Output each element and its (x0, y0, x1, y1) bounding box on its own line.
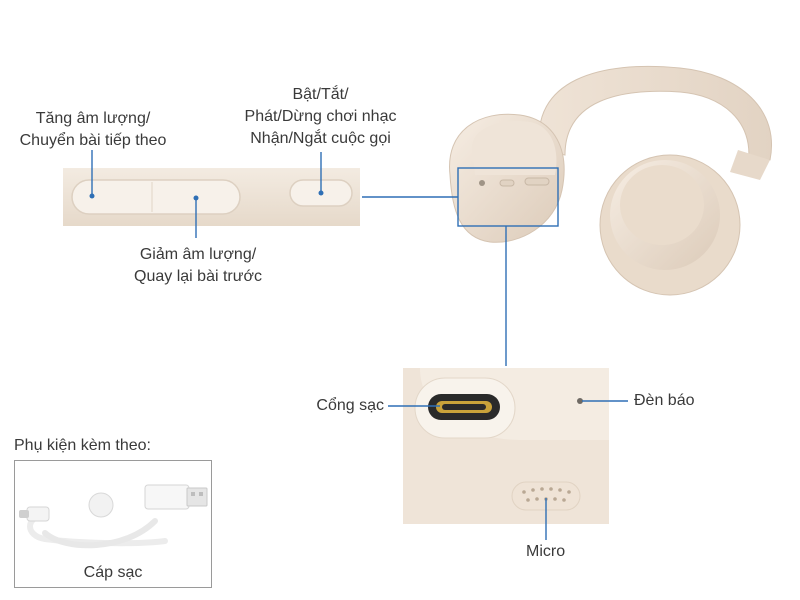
usb-c-cable-illustration (19, 484, 208, 549)
volume-up-label: Tăng âm lượng/ Chuyển bài tiếp theo (8, 108, 178, 152)
power-line-1: Bật/Tắt/ (292, 86, 349, 103)
cable-label: Cáp sạc (83, 564, 143, 581)
charging-port-label: Cổng sạc (316, 397, 384, 414)
leader-lines (91, 150, 628, 540)
volume-up-line-1: Tăng âm lượng/ (35, 110, 151, 127)
cable-box: Cáp sạc (14, 460, 212, 588)
volume-down-line-2: Quay lại bài trước (134, 268, 262, 285)
headphones-illustration (449, 65, 772, 296)
accessories-title: Phụ kiện kèm theo: (14, 437, 151, 454)
power-label: Bật/Tắt/ Phát/Dừng chơi nhạc Nhận/Ngắt c… (228, 84, 413, 150)
power-line-2: Phát/Dừng chơi nhạc (244, 108, 397, 125)
port-closeup (403, 368, 609, 524)
indicator-light-label: Đèn báo (634, 392, 695, 409)
button-strip-closeup (63, 168, 360, 226)
volume-down-label: Giảm âm lượng/ Quay lại bài trước (118, 244, 278, 288)
microphone-label: Micro (526, 543, 566, 560)
volume-down-line-1: Giảm âm lượng/ (139, 246, 257, 263)
power-line-3: Nhận/Ngắt cuộc gọi (250, 130, 391, 147)
volume-up-line-2: Chuyển bài tiếp theo (19, 132, 167, 149)
